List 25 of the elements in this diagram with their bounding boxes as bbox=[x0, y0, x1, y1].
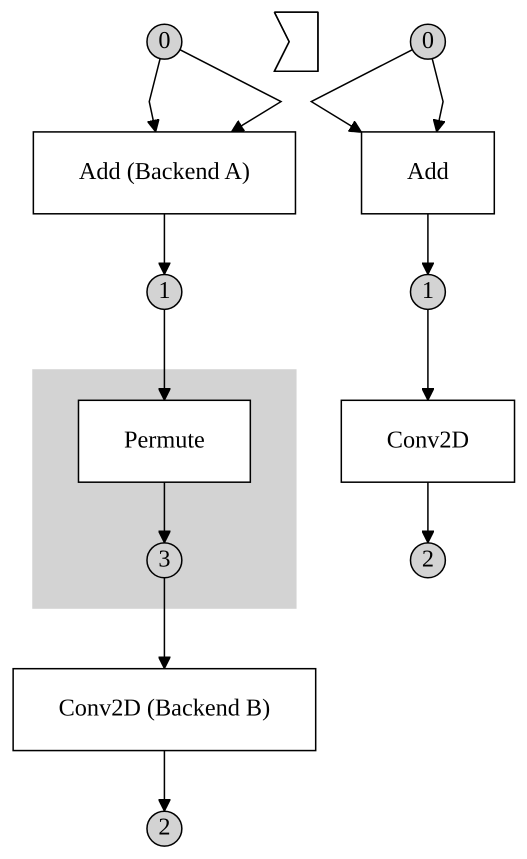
arrow bbox=[157, 750, 171, 812]
arrow bbox=[157, 482, 171, 544]
node-box: Conv2D bbox=[340, 400, 515, 483]
node-circle: 1 bbox=[146, 274, 182, 310]
arrow bbox=[157, 578, 171, 670]
arrow bbox=[179, 49, 282, 133]
node-circle: 1 bbox=[409, 274, 446, 310]
arrow bbox=[146, 58, 161, 133]
node-box: Add bbox=[360, 131, 495, 215]
node-circle: 2 bbox=[409, 542, 446, 578]
cluster bbox=[32, 369, 296, 609]
arrow bbox=[420, 309, 434, 401]
arrow bbox=[431, 58, 446, 133]
arrow bbox=[420, 214, 434, 276]
arrow bbox=[157, 214, 171, 276]
node-box: Conv2D (Backend B) bbox=[12, 668, 316, 752]
arrow bbox=[420, 482, 434, 544]
node-circle: 2 bbox=[146, 810, 182, 847]
arrow bbox=[309, 49, 412, 133]
node-box: Permute bbox=[77, 400, 251, 483]
node-circle: 3 bbox=[146, 542, 182, 578]
node-circle: 0 bbox=[409, 24, 446, 60]
node-box: Add (Backend A) bbox=[32, 131, 296, 215]
arrow bbox=[157, 309, 171, 401]
node-circle: 0 bbox=[146, 24, 182, 60]
